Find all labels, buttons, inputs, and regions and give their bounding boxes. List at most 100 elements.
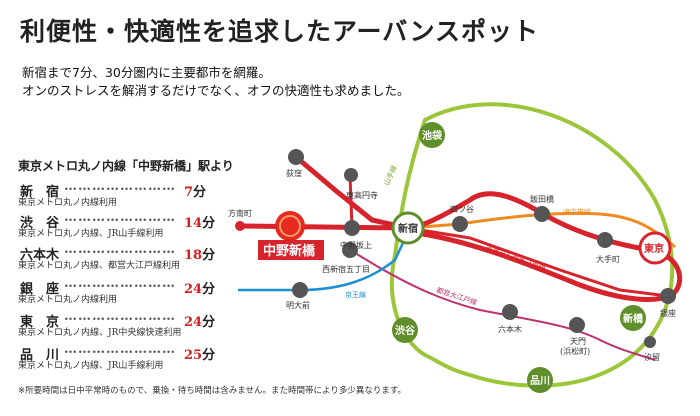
leader-dots: ……………………: [64, 179, 176, 194]
station-yotsuya: [452, 216, 468, 232]
minutes: 7: [184, 185, 194, 200]
destination-tokyo: 東 京 …………………… 24分 東京メトロ丸ノ内線、JR中央線快速利用: [18, 309, 215, 339]
label-iidabashi: 飯田橋: [530, 194, 554, 204]
station-iidabashi: [534, 206, 550, 222]
travel-time: 14分: [184, 212, 215, 231]
minutes-unit: 分: [193, 185, 207, 200]
oedo-line: [349, 249, 656, 361]
label-jr-chuo: JR中央線: [562, 207, 591, 216]
station-nakano-shimbashi-ring: [279, 215, 301, 237]
leader-dots: ……………………: [64, 242, 176, 257]
intro-text: 新宿まで7分、30分圏内に主要都市を網羅。 オンのストレスを解消するだけでなく、…: [22, 64, 410, 100]
route-note: 東京メトロ丸ノ内線利用: [18, 198, 118, 208]
station-ikebukuro-hub: [419, 122, 445, 148]
destination-roppongi: 六本木 …………………… 18分 東京メトロ丸ノ内線、都営大江戸線利用: [18, 242, 215, 272]
label-tamachi: 天門: [570, 337, 586, 346]
destination-ginza: 銀 座 …………………… 24分 東京メトロ丸ノ内線利用: [18, 276, 215, 306]
destination-name: 東 京: [20, 315, 60, 330]
label-nishishinjuku-5: 西新宿五丁目: [322, 264, 370, 274]
minutes-unit: 分: [202, 348, 216, 363]
label-ogikubo: 荻窪: [286, 168, 302, 178]
intro-line-1: 新宿まで7分、30分圏内に主要都市を網羅。: [22, 65, 271, 80]
minutes: 25: [184, 348, 203, 363]
marunouchi-side-branch: [348, 174, 354, 229]
destination-shibuya: 渋 谷 …………………… 14分 東京メトロ丸ノ内線、JR山手線利用: [18, 210, 215, 240]
label-higashi-koenji: 東高円寺: [346, 190, 378, 200]
destination-shinjuku: 新 宿 …………………… 7分 東京メトロ丸ノ内線利用: [18, 179, 206, 209]
label-meidaimae: 明大前: [286, 300, 310, 310]
destination-name: 新 宿: [20, 185, 60, 200]
minutes: 24: [184, 282, 203, 297]
station-higashi-koenji: [344, 168, 358, 182]
label-shinagawa: 品川: [530, 375, 550, 387]
label-yotsuya: 四ツ谷: [450, 205, 474, 214]
label-shiodome: 汐留: [644, 352, 660, 362]
nakano-shimbashi-label-box: [258, 240, 324, 260]
route-note: 東京メトロ丸ノ内線利用: [18, 295, 118, 305]
label-shibuya: 渋谷: [395, 324, 416, 337]
station-shiodome: [644, 336, 656, 348]
station-shinjuku-hub: [391, 211, 425, 245]
label-hounancho: 方南町: [228, 208, 252, 218]
destination-name: 渋 谷: [20, 216, 60, 231]
leader-dots: ……………………: [64, 210, 176, 225]
label-hamamatsucho: (浜松町): [560, 346, 590, 356]
route-note: 東京メトロ丸ノ内線、都営大江戸線利用: [18, 261, 181, 271]
intro-line-2: オンのストレスを解消するだけでなく、オフの快適性も求めました。: [22, 83, 410, 98]
label-marunouchi: 東京メトロ丸ノ内線: [484, 243, 546, 273]
leader-dots: ……………………: [64, 276, 176, 291]
route-note: 東京メトロ丸ノ内線、JR山手線利用: [18, 229, 164, 239]
label-shinbashi: 新橋: [623, 312, 644, 325]
destination-name: 六本木: [20, 248, 60, 263]
label-keio: 京王線: [345, 290, 366, 299]
leader-dots: ……………………: [64, 342, 176, 357]
route-note: 東京メトロ丸ノ内線、JR山手線利用: [18, 361, 164, 371]
minutes-unit: 分: [202, 248, 216, 263]
travel-time: 7分: [184, 181, 206, 200]
chuo-line: [407, 211, 676, 249]
marunouchi-ogikubo-branch: [294, 155, 409, 231]
travel-time: 24分: [184, 311, 215, 330]
station-shibuya-hub: [392, 317, 418, 343]
label-yamanote: 山手線: [382, 164, 399, 187]
station-nakano-sakaue: [344, 220, 360, 236]
station-ginza: [660, 288, 676, 304]
station-shinagawa-hub: [527, 367, 553, 393]
destination-name: 品 川: [20, 348, 60, 363]
label-otemachi: 大手町: [596, 254, 620, 264]
station-tokyo-hub: [638, 231, 672, 265]
label-nakano-shimbashi: 中野新橋: [263, 243, 316, 259]
route-note: 東京メトロ丸ノ内線、JR中央線快速利用: [18, 328, 182, 338]
label-tokyo: 東京: [644, 242, 664, 255]
minutes-unit: 分: [202, 315, 216, 330]
station-hounancho: [235, 221, 245, 231]
travel-times-heading: 東京メトロ丸ノ内線「中野新橋」駅より: [18, 159, 234, 173]
station-ogikubo: [288, 149, 304, 165]
minutes: 18: [184, 248, 203, 263]
minutes-unit: 分: [202, 282, 216, 297]
label-ginza: 銀座: [660, 308, 676, 318]
page-title: 利便性・快適性を追求したアーバンスポット: [20, 17, 540, 46]
footnote: ※所要時間は日中平常時のもので、乗換・待ち時間は含みません。また時間帯により多少…: [18, 386, 407, 396]
minutes: 14: [184, 216, 203, 231]
leader-dots: ……………………: [64, 309, 176, 324]
travel-time: 25分: [184, 344, 215, 363]
destination-name: 銀 座: [20, 282, 60, 297]
station-otemachi: [597, 232, 613, 248]
station-meidaimae: [292, 282, 308, 298]
minutes: 24: [184, 315, 203, 330]
station-nishishinjuku-5: [342, 242, 358, 258]
minutes-unit: 分: [202, 216, 216, 231]
station-roppongi: [502, 304, 518, 320]
label-roppongi: 六本木: [498, 324, 522, 334]
marunouchi-east-line: [407, 226, 669, 298]
label-ikebukuro: 池袋: [422, 129, 443, 142]
station-shinbashi-hub: [620, 305, 646, 331]
label-shinjuku: 新宿: [398, 222, 418, 235]
label-nakano-sakaue: 中野坂上: [340, 240, 372, 250]
travel-time: 24分: [184, 278, 215, 297]
station-tamachi: [569, 317, 585, 333]
destination-shinagawa: 品 川 …………………… 25分 東京メトロ丸ノ内線、JR山手線利用: [18, 342, 215, 372]
travel-time: 18分: [184, 244, 215, 263]
